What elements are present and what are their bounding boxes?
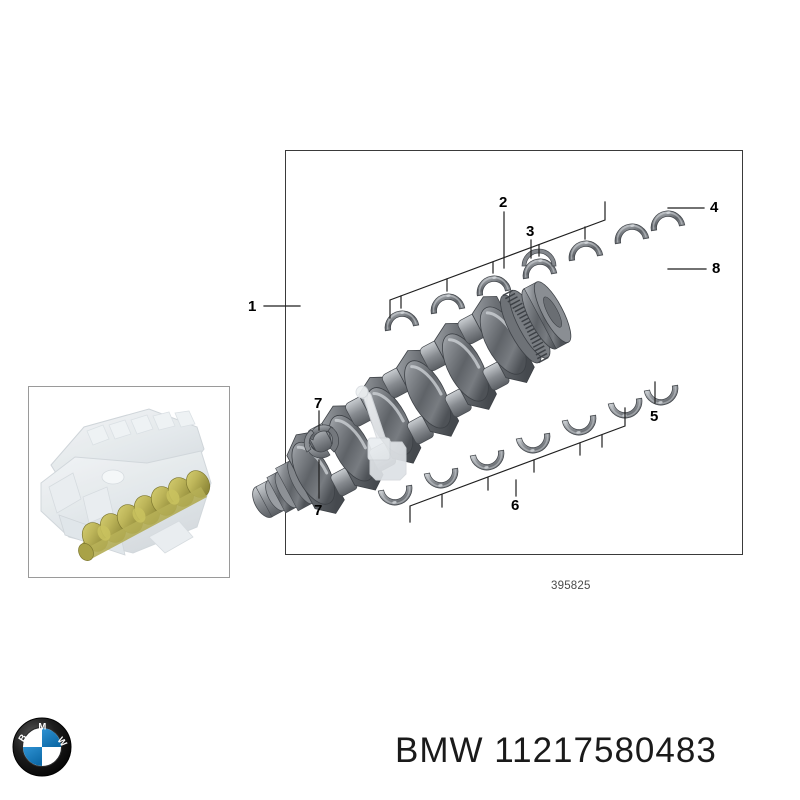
engine-block-context-view [28,386,230,578]
footer-part-number: BMW 11217580483 [395,731,717,770]
crankshaft-assembly-frame [285,150,743,555]
callout-5: 5 [650,408,659,425]
callout-2: 2 [499,194,508,211]
callout-7-lower: 7 [314,502,323,519]
svg-text:B: B [16,732,29,744]
drawing-number: 395825 [551,580,591,592]
bmw-logo: B M W [12,717,72,777]
inset-engine-illustration [29,387,229,577]
callout-6: 6 [511,497,520,514]
callout-7-upper: 7 [314,395,323,412]
bmw-roundel-icon: B M W [12,717,72,777]
callout-1: 1 [248,298,257,315]
callout-4: 4 [710,199,719,216]
callout-8: 8 [712,260,721,277]
svg-text:M: M [38,721,46,732]
callout-3: 3 [526,223,535,240]
